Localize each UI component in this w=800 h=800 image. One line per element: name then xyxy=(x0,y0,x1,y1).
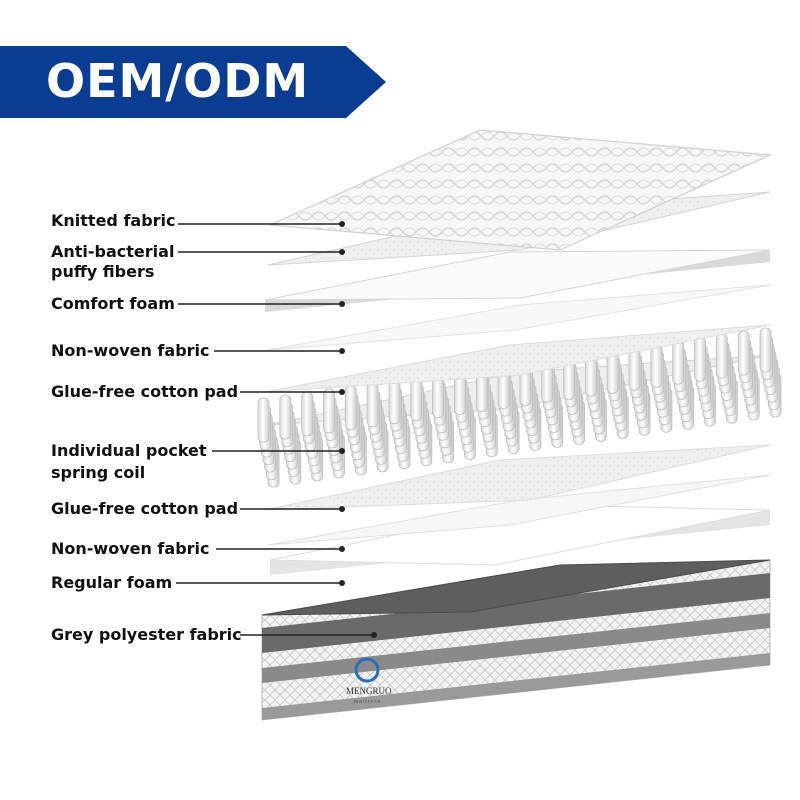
label-line: Anti-bacterial xyxy=(51,242,175,261)
label-comfort-foam: Comfort foam xyxy=(51,294,175,314)
dot-knitted-fabric xyxy=(339,221,345,227)
spring-coil xyxy=(323,388,335,434)
label-line: spring coil xyxy=(51,463,146,482)
layer-non-woven-lower xyxy=(267,474,771,546)
layer-knitted-fabric xyxy=(267,129,773,251)
banner-arrow xyxy=(0,46,386,118)
grey-band-lower xyxy=(262,613,770,683)
label-line: puffy fibers xyxy=(51,262,155,281)
leader-lines xyxy=(176,223,374,636)
spring-coil xyxy=(301,391,314,437)
dot-pocket-spring xyxy=(339,448,345,454)
layer-cotton-pad-lower xyxy=(264,444,771,511)
spring-coil xyxy=(737,330,750,376)
banner xyxy=(0,46,386,118)
dot-cotton-pad-lower xyxy=(339,506,345,512)
label-cotton-pad-lower: Glue-free cotton pad xyxy=(51,499,238,519)
dot-grey-polyester xyxy=(371,632,377,638)
spring-coil xyxy=(715,333,728,379)
spring-coil xyxy=(257,397,270,443)
label-regular-foam: Regular foam xyxy=(51,573,172,593)
grey-polyester-top xyxy=(261,559,771,616)
label-line: Non-woven fabric xyxy=(51,539,210,558)
spring-coil xyxy=(650,342,663,388)
dot-puffy-fibers xyxy=(339,249,345,255)
mattress-base: MENGRUO mattress xyxy=(261,559,771,721)
label-line: Non-woven fabric xyxy=(51,341,210,360)
label-line: Knitted fabric xyxy=(51,211,176,230)
dot-cotton-pad-upper xyxy=(339,389,345,395)
grey-band-upper xyxy=(262,573,770,653)
label-knitted-fabric: Knitted fabric xyxy=(51,211,176,231)
label-line: Glue-free cotton pad xyxy=(51,499,239,518)
dot-regular-foam xyxy=(339,580,345,586)
dot-non-woven-upper xyxy=(339,348,345,354)
spring-coil xyxy=(388,379,401,425)
layer-non-woven-upper xyxy=(267,284,771,351)
spring-coil xyxy=(410,376,423,422)
label-grey-polyester: Grey polyester fabric xyxy=(51,625,242,645)
brand-logo-icon xyxy=(354,657,380,683)
brand-logo: MENGRUO mattress xyxy=(346,657,392,705)
layer-pocket-spring xyxy=(257,327,782,488)
label-non-woven-lower: Non-woven fabric xyxy=(51,539,210,559)
dot-non-woven-lower xyxy=(339,546,345,552)
mattress-bottom-edge xyxy=(262,653,770,720)
comfort-foam-top xyxy=(264,249,771,301)
spring-coil xyxy=(759,327,772,373)
label-line: Comfort foam xyxy=(51,294,175,313)
label-cotton-pad-upper: Glue-free cotton pad xyxy=(51,382,238,402)
label-pocket-spring: Individual pocket spring coil xyxy=(51,441,207,483)
spring-coil xyxy=(366,382,379,428)
layer-cotton-pad-upper xyxy=(264,324,771,393)
spring-coil xyxy=(279,394,292,440)
spring-coil xyxy=(694,336,706,382)
layer-comfort-foam xyxy=(264,249,771,312)
banner-title: OEM/ODM xyxy=(46,54,310,108)
spring-coil xyxy=(672,339,685,385)
label-line: Grey polyester fabric xyxy=(51,625,242,644)
spring-coil xyxy=(344,385,357,431)
brand-name: MENGRUO xyxy=(346,686,392,696)
label-line: Regular foam xyxy=(51,573,173,592)
label-line: Individual pocket xyxy=(51,441,207,460)
label-non-woven-upper: Non-woven fabric xyxy=(51,341,210,361)
label-line: Glue-free cotton pad xyxy=(51,382,239,401)
dot-comfort-foam xyxy=(339,301,345,307)
leader-dots xyxy=(339,221,377,638)
brand-tagline: mattress xyxy=(354,699,381,705)
